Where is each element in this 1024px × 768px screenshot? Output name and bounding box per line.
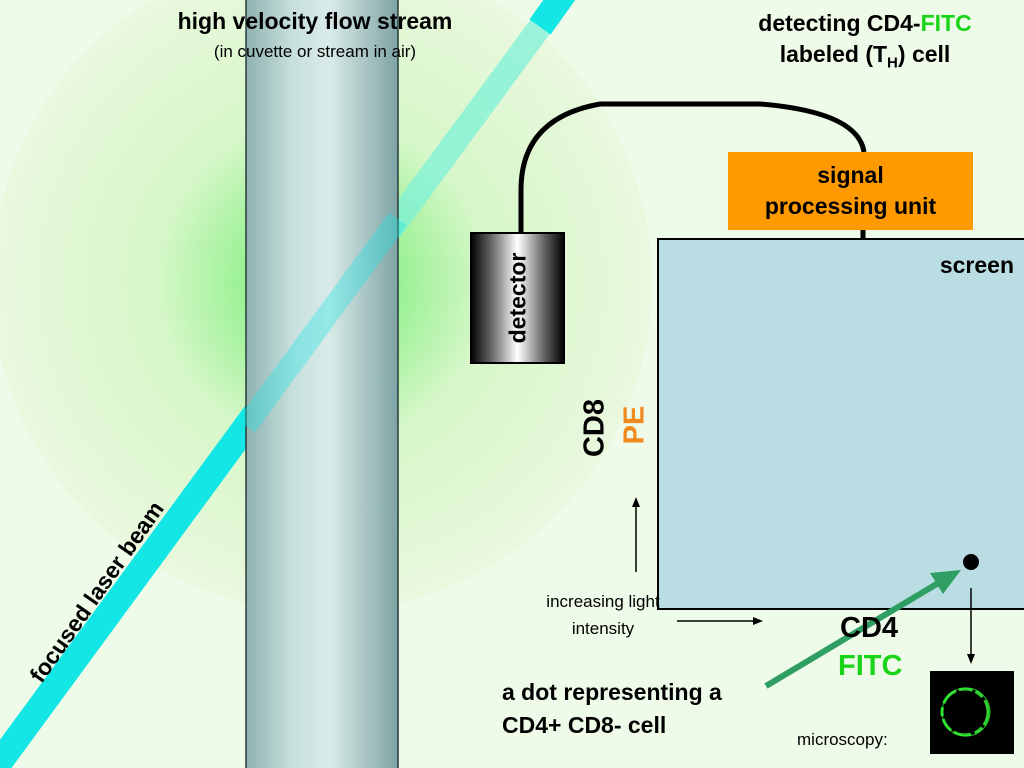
stained-cell-halo	[941, 687, 991, 737]
flow-stream-subtitle: (in cuvette or stream in air)	[213, 42, 417, 61]
microscopy-background	[930, 671, 1014, 754]
screen-plot: screen	[657, 238, 1024, 610]
labeled-text: labeled (T	[779, 41, 888, 67]
fitc-axis-label: FITC	[838, 650, 903, 682]
detector-label: detector	[504, 252, 530, 344]
signal-unit-line-2: processing unit	[764, 193, 937, 219]
cell-text: ) cell	[897, 41, 951, 67]
detector-cable	[518, 101, 867, 234]
laser-beam-top	[529, 0, 576, 35]
detector: detector	[470, 232, 565, 364]
pointer-arrowhead	[930, 570, 961, 594]
signal-processing-unit: signal processing unit	[728, 152, 973, 230]
detecting-line-1: detecting CD4-FITC	[700, 8, 1024, 39]
th-subscript: H	[887, 54, 898, 72]
to-microscopy-arrowhead	[967, 654, 975, 664]
microscopy-label: microscopy:	[797, 730, 888, 749]
pointer-arrow	[764, 579, 942, 689]
detecting-cell-title: detecting CD4-FITC labeled (TH) cell	[700, 8, 1024, 79]
intensity-line-1: increasing light	[546, 592, 660, 611]
dot-caption: a dot representing a CD4+ CD8- cell	[502, 676, 722, 742]
y-axis-arrowhead	[632, 497, 640, 507]
cd8-axis-label: CD8	[578, 398, 611, 458]
laser-in-cuvette	[237, 212, 407, 433]
x-axis-arrowhead	[753, 617, 763, 625]
microscopy-cell-image	[930, 671, 1014, 754]
fitc-label-top: FITC	[920, 10, 972, 36]
intensity-label: increasing light intensity	[528, 588, 678, 642]
cell-dot	[963, 554, 979, 570]
dot-caption-line-1: a dot representing a	[502, 679, 722, 705]
cd4-axis-label: CD4	[840, 612, 899, 644]
flow-stream-title: high velocity flow stream	[177, 8, 453, 34]
detecting-line-2: labeled (TH) cell	[700, 39, 1024, 79]
screen-label: screen	[939, 252, 1014, 278]
detecting-text: detecting CD4-	[758, 10, 921, 36]
pe-axis-label: PE	[618, 405, 651, 445]
dot-caption-line-2: CD4+ CD8- cell	[502, 712, 667, 738]
signal-unit-line-1: signal	[817, 162, 884, 188]
intensity-line-2: intensity	[571, 619, 635, 638]
flow-stream-cuvette	[245, 0, 399, 768]
